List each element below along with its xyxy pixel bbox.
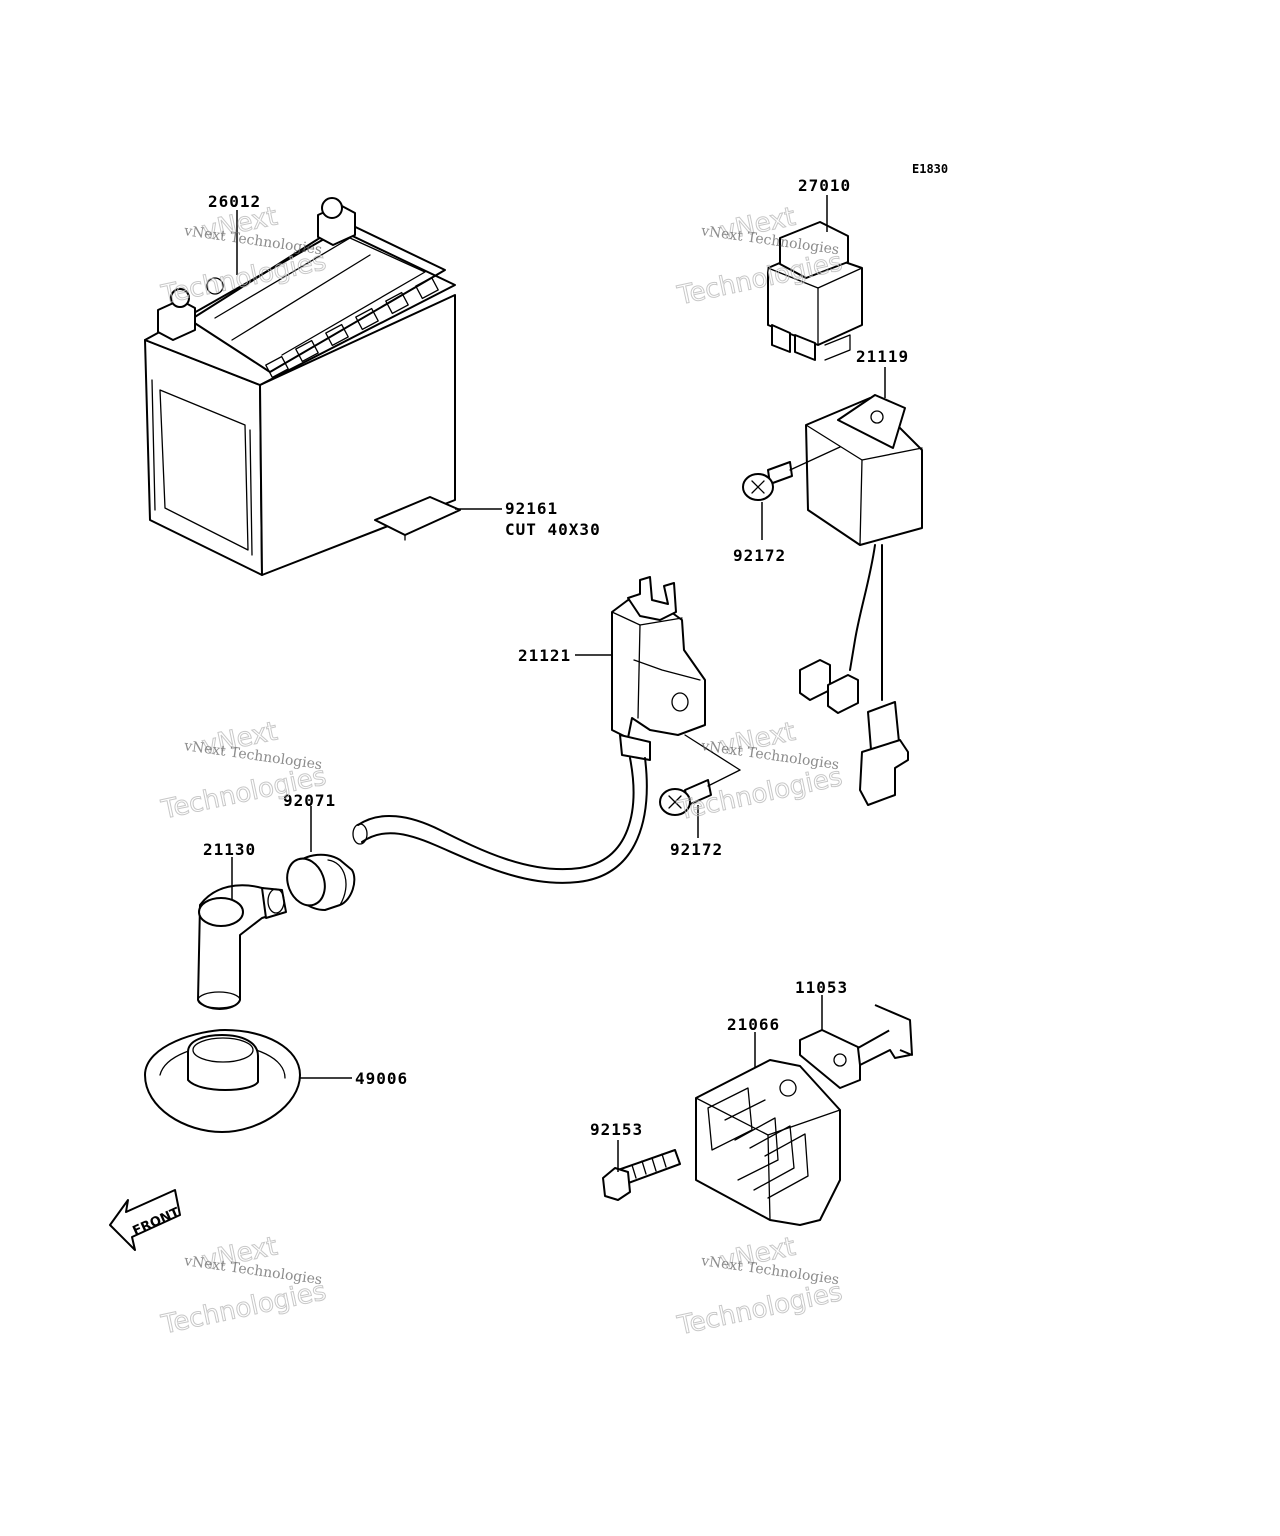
bracket[interactable] xyxy=(799,1004,913,1089)
regulator-rectifier[interactable] xyxy=(695,1059,841,1226)
part-label-92071[interactable]: 92071 xyxy=(283,791,336,810)
part-label-21121[interactable]: 21121 xyxy=(518,646,571,665)
spark-plug-cap[interactable] xyxy=(197,884,287,1010)
front-arrow: FRONT xyxy=(109,1189,182,1251)
grommet[interactable] xyxy=(281,853,356,911)
part-label-27010[interactable]: 27010 xyxy=(798,176,851,195)
part-label-11053[interactable]: 11053 xyxy=(795,978,848,997)
part-label-92172-b[interactable]: 92172 xyxy=(670,840,723,859)
part-label-21130[interactable]: 21130 xyxy=(203,840,256,859)
ignition-coil[interactable] xyxy=(611,576,706,761)
part-label-92172-a[interactable]: 92172 xyxy=(733,546,786,565)
cdi-unit[interactable] xyxy=(799,394,923,806)
watermark-bottom-left: vNext vNext Technologies Technologies xyxy=(158,1231,330,1341)
watermark-bottom-right: vNext vNext Technologies Technologies xyxy=(674,1231,846,1342)
svg-text:Technologies: Technologies xyxy=(158,761,329,825)
svg-text:Technologies: Technologies xyxy=(158,1276,329,1340)
bolt-92153[interactable] xyxy=(602,1149,681,1201)
part-label-21066[interactable]: 21066 xyxy=(727,1015,780,1034)
screw-92172-upper[interactable] xyxy=(742,461,793,501)
part-label-92161[interactable]: 92161 xyxy=(505,499,558,518)
part-note-92161: CUT 40X30 xyxy=(505,520,601,539)
part-label-21119[interactable]: 21119 xyxy=(856,347,909,366)
screw-92172-lower[interactable] xyxy=(659,779,712,816)
part-label-92153[interactable]: 92153 xyxy=(590,1120,643,1139)
starter-relay[interactable] xyxy=(767,221,863,361)
part-label-49006[interactable]: 49006 xyxy=(355,1069,408,1088)
watermark-middle-right: vNext vNext Technologies Technologies xyxy=(674,716,846,827)
svg-text:Technologies: Technologies xyxy=(674,762,845,826)
part-label-26012[interactable]: 26012 xyxy=(208,192,261,211)
battery[interactable] xyxy=(144,197,461,576)
rubber-cap[interactable] xyxy=(144,1029,301,1133)
diagram-code: E1830 xyxy=(912,162,948,176)
svg-text:Technologies: Technologies xyxy=(674,1277,845,1341)
